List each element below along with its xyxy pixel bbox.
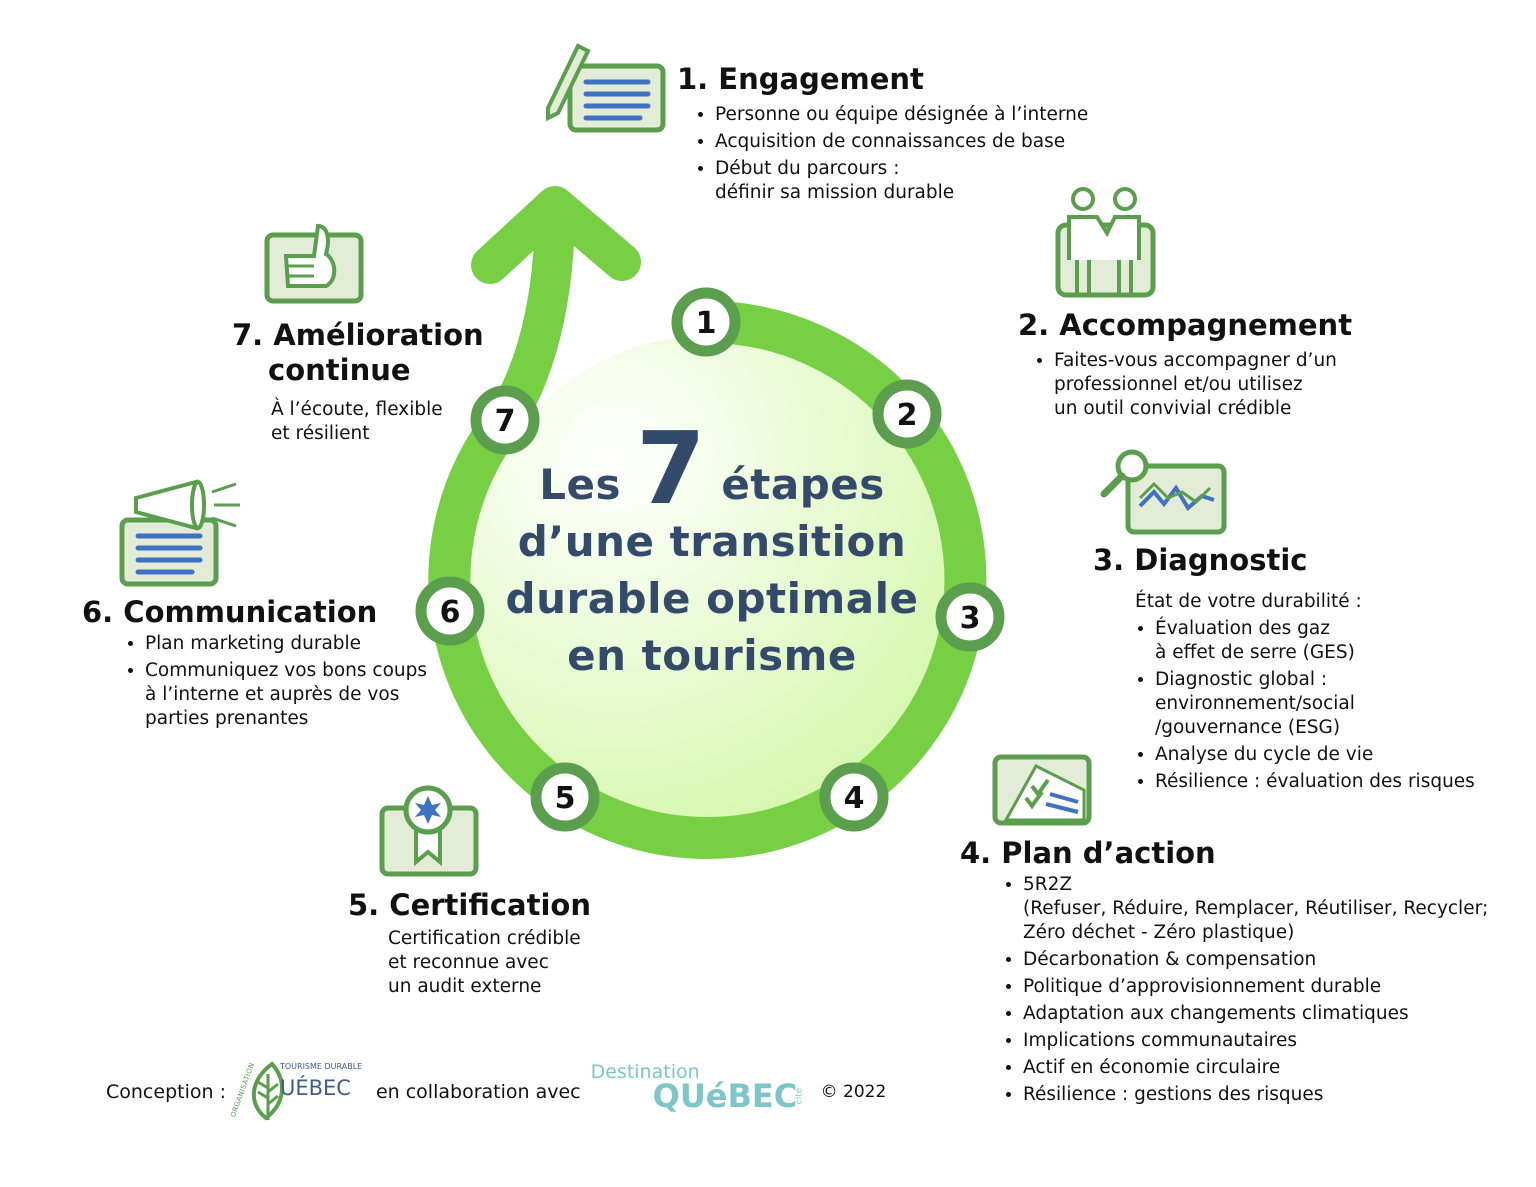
list-item-continued: à l’interne et auprès de vos <box>145 683 400 705</box>
list-item-continued: environnement/social <box>1155 692 1355 714</box>
leaf-icon <box>251 1061 284 1121</box>
collaboration-label: en collaboration avec <box>375 1081 581 1103</box>
list-item: Communiquez vos bons coups <box>145 659 427 681</box>
handshake-icon <box>1055 187 1156 298</box>
logo2-side-text: cité <box>793 1087 804 1105</box>
list-item: Personne ou équipe désignée à l’interne <box>715 103 1088 127</box>
step-node-3: 3 <box>935 582 1005 652</box>
text-line: un audit externe <box>388 975 542 997</box>
step-4-plan-action: 4. Plan d’action 5R2Z(Refuser, Réduire, … <box>960 836 1488 1110</box>
step-5-title: 5. Certification <box>348 888 591 922</box>
logo2-top-text: Destination <box>590 1061 700 1083</box>
step-1-engagement: 1. Engagement Personne ou équipe désigné… <box>677 62 1088 205</box>
footer: Conception : ORGANISATION TOURISME DURAB… <box>106 1060 886 1124</box>
list-item-continued: professionnel et/ou utilisez <box>1054 373 1303 395</box>
megaphone-icon <box>119 479 240 587</box>
step-6-communication: 6. Communication Plan marketing durable … <box>82 595 427 734</box>
list-item: Actif en économie circulaire <box>1023 1056 1488 1080</box>
step-1-title: 1. Engagement <box>677 62 924 96</box>
list-item: Acquisition de connaissances de base <box>715 130 1088 154</box>
step-node-label: 2 <box>897 398 918 433</box>
list-item: Évaluation des gaz <box>1155 617 1330 639</box>
step-2-title: 2. Accompagnement <box>1018 308 1353 342</box>
step-node-circle <box>530 762 600 832</box>
step-node-6: 6 <box>415 576 485 646</box>
certificate-ribbon-icon <box>379 785 479 877</box>
step-node-2: 2 <box>872 379 942 449</box>
list-item-continued: Zéro déchet - Zéro plastique) <box>1023 921 1295 943</box>
step-node-label: 3 <box>960 601 981 636</box>
step-3-title: 3. Diagnostic <box>1093 543 1308 577</box>
checklist-icon <box>992 754 1092 826</box>
list-item: Adaptation aux changements climatiques <box>1023 1002 1488 1026</box>
step-7-title-continued: continue <box>268 352 411 387</box>
logo1-top-text: TOURISME DURABLE <box>279 1062 363 1071</box>
step-node-7: 7 <box>470 385 540 455</box>
list-item: Faites-vous accompagner d’un <box>1054 349 1337 371</box>
step-node-label: 6 <box>440 595 461 630</box>
list-item: Début du parcours : <box>715 157 900 179</box>
logo2-main-text: QUéBEC <box>652 1077 798 1115</box>
thumbs-up-icon <box>264 223 364 304</box>
conception-label: Conception : <box>106 1081 226 1103</box>
title-line2: d’une transition <box>517 517 907 566</box>
list-item: Implications communautaires <box>1023 1029 1488 1053</box>
list-item: Diagnostic global : <box>1155 668 1328 690</box>
list-item: Décarbonation & compensation <box>1023 948 1488 972</box>
step-node-circle <box>819 762 889 832</box>
list-item: Résilience : évaluation des risques <box>1155 770 1475 794</box>
center-title: Les 7 étapes d’une transition durable op… <box>462 419 962 684</box>
tourisme-durable-quebec-logo: ORGANISATION TOURISME DURABLE UÉBEC <box>229 1060 366 1124</box>
step-node-label: 1 <box>696 306 717 341</box>
document-pencil-icon <box>546 43 666 133</box>
step-node-circle <box>935 582 1005 652</box>
list-item: Politique d’approvisionnement durable <box>1023 975 1488 999</box>
logo1-main-text: UÉBEC <box>279 1076 351 1100</box>
title-line3: durable optimale <box>505 574 919 623</box>
destination-quebec-logo: Destination QUéBEC cité <box>591 1061 811 1117</box>
copyright: © 2022 <box>820 1082 887 1102</box>
list-item: Résilience : gestions des risques <box>1023 1083 1488 1107</box>
list-item-continued: parties prenantes <box>145 707 309 729</box>
title-seven: 7 <box>636 410 707 527</box>
list-item-continued: définir sa mission durable <box>715 181 955 203</box>
step-2-accompagnement: 2. Accompagnement Faites-vous accompagne… <box>1018 308 1352 424</box>
step-7-title: 7. Amélioration <box>232 318 484 352</box>
step-node-circle <box>415 576 485 646</box>
step-node-1: 1 <box>671 287 741 357</box>
step-3-diagnostic: 3. Diagnostic État de votre durabilité :… <box>1093 543 1475 797</box>
list-item-continued: à effet de serre (GES) <box>1155 641 1355 663</box>
list-item: Plan marketing durable <box>145 632 427 656</box>
list-item: Analyse du cycle de vie <box>1155 743 1475 767</box>
list-item-continued: /gouvernance (ESG) <box>1155 716 1341 738</box>
step-node-label: 5 <box>555 781 576 816</box>
title-les: Les <box>539 460 621 509</box>
step-node-5: 5 <box>530 762 600 832</box>
center-disk <box>467 335 957 825</box>
step-6-title: 6. Communication <box>82 595 378 629</box>
list-item-continued: (Refuser, Réduire, Remplacer, Réutiliser… <box>1023 897 1489 919</box>
step-node-4: 4 <box>819 762 889 832</box>
arrow-head <box>471 186 641 284</box>
text-line: Certification crédible <box>388 927 581 949</box>
step-node-label: 7 <box>495 404 516 439</box>
step-4-title: 4. Plan d’action <box>960 836 1216 870</box>
step-node-label: 4 <box>844 781 865 816</box>
list-item: 5R2Z <box>1023 873 1073 895</box>
step-node-circle <box>872 379 942 449</box>
step-3-intro: État de votre durabilité : <box>1135 590 1362 612</box>
title-line4: en tourisme <box>567 631 857 680</box>
step-node-circle <box>470 385 540 455</box>
text-line: et résilient <box>271 422 370 444</box>
step-7-amelioration: 7. Amélioration continue À l’écoute, fle… <box>232 318 484 446</box>
step-node-circle <box>671 287 741 357</box>
magnifier-chart-icon <box>1100 449 1227 535</box>
text-line: À l’écoute, flexible <box>271 398 443 420</box>
list-item-continued: un outil convivial crédible <box>1054 397 1292 419</box>
title-etapes: étapes <box>721 460 885 509</box>
text-line: et reconnue avec <box>388 951 549 973</box>
